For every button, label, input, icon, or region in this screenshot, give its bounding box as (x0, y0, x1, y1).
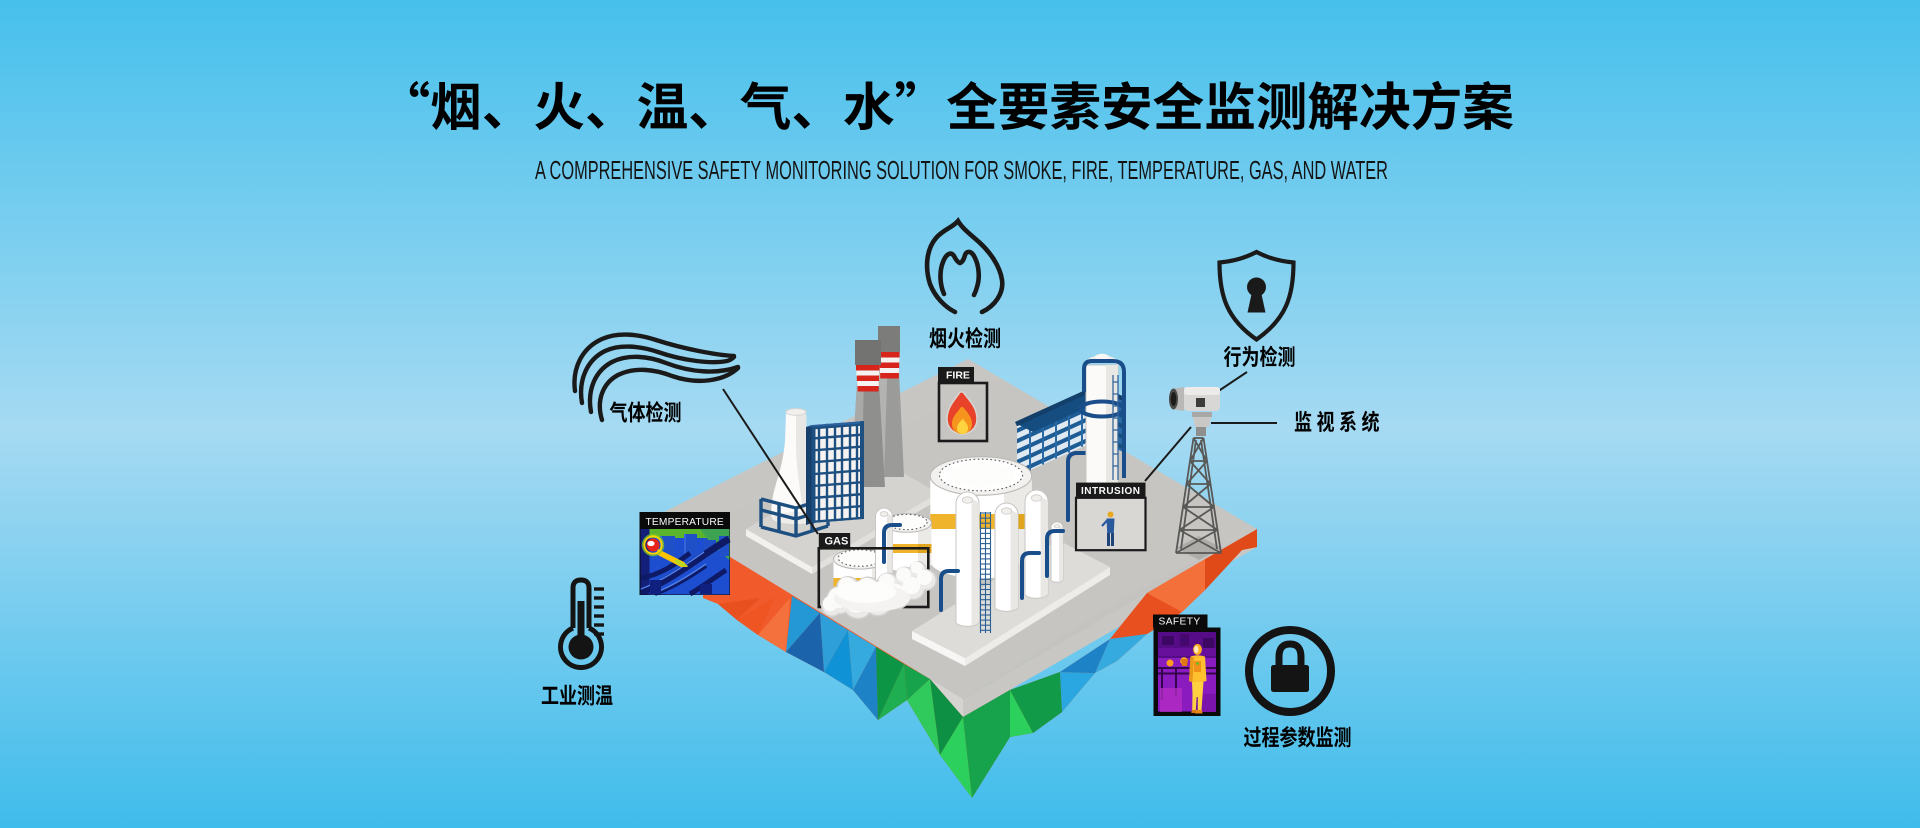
svg-text:SAFETY: SAFETY (1159, 617, 1201, 628)
svg-text:FIRE: FIRE (946, 370, 970, 382)
svg-text:GAS: GAS (825, 536, 849, 548)
svg-text:INTRUSION: INTRUSION (1081, 486, 1141, 497)
svg-text:A COMPREHENSIVE SAFETY MONITOR: A COMPREHENSIVE SAFETY MONITORING SOLUTI… (535, 155, 1388, 185)
svg-text:TEMPERATURE: TEMPERATURE (646, 517, 724, 528)
